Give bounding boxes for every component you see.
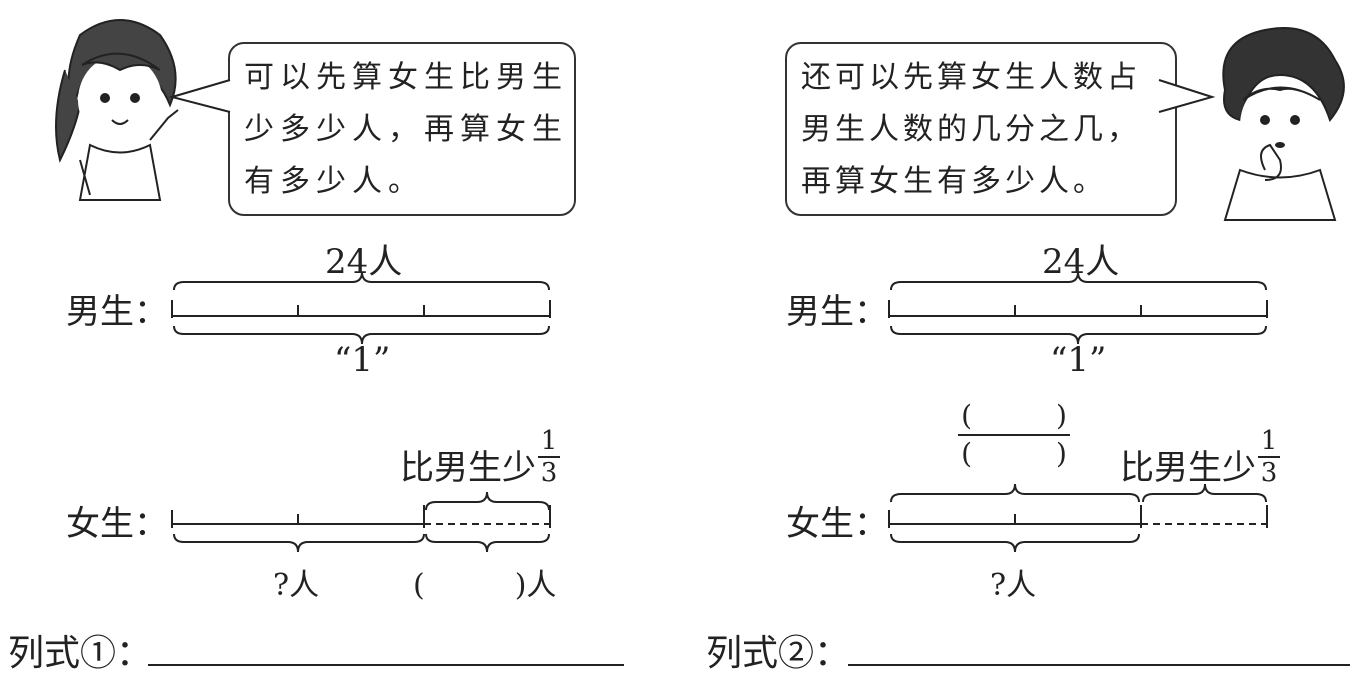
right-blank-frac-den[interactable]: ( ) — [961, 436, 1067, 472]
right-blank-frac-num[interactable]: ( ) — [961, 398, 1067, 434]
left-blank-people[interactable]: ( )人 — [413, 560, 556, 604]
right-formula-answer-line[interactable] — [848, 664, 1350, 666]
right-unit-one: “1” — [1050, 340, 1106, 380]
left-formula-label: 列式①： — [8, 624, 152, 676]
left-boys-total: 24人 — [325, 234, 402, 283]
left-unit-one: “1” — [334, 340, 390, 380]
left-less-frac-den: 3 — [541, 458, 558, 488]
left-less-fraction: 1 3 — [538, 426, 560, 488]
left-question-people: ?人 — [273, 560, 319, 604]
right-less-text: 比男生少 — [1120, 440, 1256, 489]
right-less-frac-den: 3 — [1261, 458, 1278, 488]
right-less-fraction: 1 3 — [1258, 426, 1280, 488]
right-formula-label: 列式②： — [706, 624, 850, 676]
right-less-frac-num: 1 — [1261, 426, 1278, 456]
right-question-people: ?人 — [990, 560, 1036, 604]
right-girls-top-brace — [891, 484, 1139, 502]
left-boys-label: 男生： — [66, 284, 168, 333]
left-less-frac-num: 1 — [541, 426, 558, 456]
right-girls-label: 女生： — [786, 496, 888, 545]
left-girls-label: 女生： — [66, 496, 168, 545]
left-less-text: 比男生少 — [400, 440, 536, 489]
left-blank-brace — [426, 534, 549, 552]
right-boys-total: 24人 — [1042, 234, 1119, 283]
left-less-brace — [426, 492, 549, 510]
left-girls-brace — [174, 534, 424, 552]
right-blank-fraction[interactable]: ( ) ( ) — [958, 398, 1070, 472]
right-girls-bottom-brace — [891, 534, 1139, 552]
left-formula-answer-line[interactable] — [148, 664, 624, 666]
right-boys-label: 男生： — [786, 284, 888, 333]
